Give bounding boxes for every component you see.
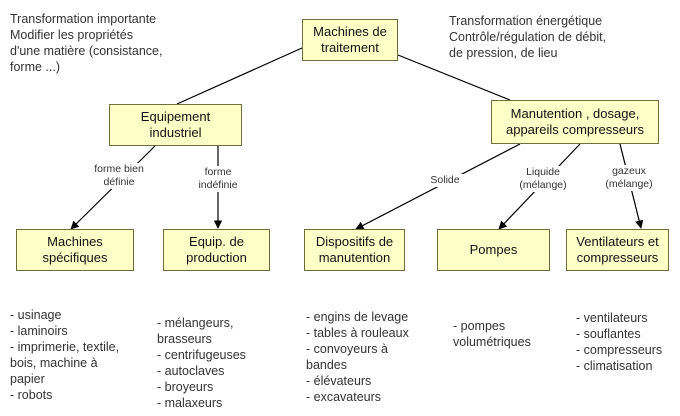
edge-label-liquid: Liquide (mélange) [514, 166, 572, 192]
node-label: Ventilateurs et compresseurs [576, 234, 659, 265]
node-label: Pompes [469, 242, 518, 257]
node-label: Equipement industriel [140, 109, 211, 140]
node-machines-de-traitement: Machines de traitement [302, 19, 398, 61]
node-manutention-dosage: Manutention , dosage, appareils compress… [491, 100, 659, 144]
list-equip-de-production: - mélangeurs, brasseurs - centrifugeuses… [157, 315, 246, 411]
list-item: - autoclaves [157, 364, 225, 378]
edge-label-gas: gazeux (mélange) [600, 165, 658, 191]
list-ventilateurs-compresseurs: - ventilateurs - souflantes - compresseu… [576, 310, 662, 374]
list-item: - élévateurs [306, 374, 372, 388]
node-equipement-industriel: Equipement industriel [109, 104, 242, 146]
list-item: - imprimerie, textile, [10, 340, 120, 354]
list-item: - excavateurs [306, 390, 382, 404]
node-label: Machines spécifiques [42, 234, 108, 265]
list-item: - pompes [453, 319, 506, 333]
edge-label-undefined: forme indéfinie [190, 166, 246, 192]
list-pompes: - pompes volumétriques [453, 318, 531, 350]
node-ventilateurs-compresseurs: Ventilateurs et compresseurs [566, 229, 669, 271]
list-item: - convoyeurs à [306, 342, 388, 356]
list-item: bois, machine à [10, 356, 98, 370]
note-left: Transformation importante Modifier les p… [10, 12, 163, 74]
list-item: - robots [10, 388, 53, 402]
list-item: brasseurs [157, 332, 212, 346]
list-item: - ventilateurs [576, 311, 648, 325]
edge-label-solid: Solide [423, 174, 467, 187]
list-item: - malaxeurs [157, 396, 223, 410]
list-item: - compresseurs [576, 343, 663, 357]
list-item: - climatisation [576, 359, 653, 373]
node-dispositifs-de-manutention: Dispositifs de manutention [304, 229, 405, 271]
node-machines-specifiques: Machines spécifiques [16, 229, 134, 271]
note-right: Transformation énergétique Contrôle/régu… [449, 14, 607, 60]
list-item: - tables à rouleaux [306, 326, 409, 340]
node-label: Dispositifs de manutention [315, 234, 394, 265]
list-item: - laminoirs [10, 324, 68, 338]
list-item: volumétriques [453, 335, 531, 349]
node-label: Machines de traitement [313, 24, 387, 55]
list-item: - centrifugeuses [157, 348, 246, 362]
node-equip-de-production: Equip. de production [163, 229, 270, 271]
list-item: - engins de levage [306, 310, 409, 324]
edge-label-defined: forme bien définie [87, 163, 151, 189]
list-item: - souflantes [576, 327, 641, 341]
list-item: bandes [306, 358, 348, 372]
node-label: Equip. de production [186, 234, 247, 265]
list-machines-specifiques: - usinage - laminoirs - imprimerie, text… [10, 307, 119, 403]
node-label: Manutention , dosage, appareils compress… [505, 106, 644, 137]
list-dispositifs-de-manutention: - engins de levage - tables à rouleaux -… [306, 309, 409, 405]
edge-root-industrial [176, 47, 303, 105]
list-item: papier [10, 372, 45, 386]
list-item: - usinage [10, 308, 62, 322]
node-pompes: Pompes [437, 229, 550, 271]
edge-root-handling [397, 54, 511, 101]
list-item: - broyeurs [157, 380, 214, 394]
list-item: - mélangeurs, [157, 316, 234, 330]
